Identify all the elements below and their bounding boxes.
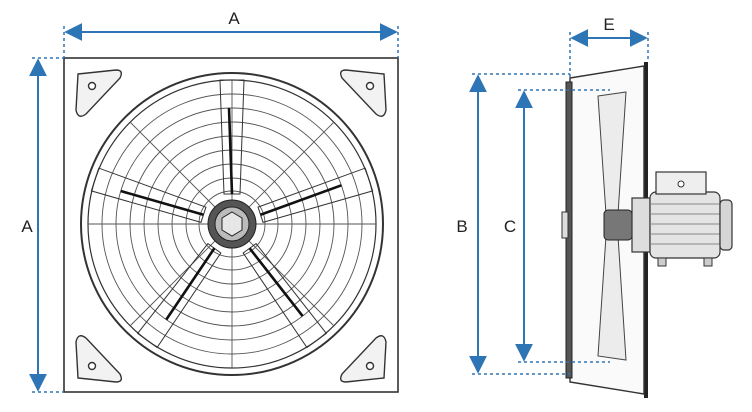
label-b: B [456, 217, 467, 236]
side-motor [631, 171, 733, 267]
corner-bracket-bottom-left [75, 335, 123, 383]
corner-bracket-top-right [339, 69, 387, 117]
label-a-left: A [21, 217, 33, 236]
front-view [63, 57, 399, 393]
corner-bracket-top-left [75, 69, 123, 117]
fan-hub [207, 199, 257, 249]
side-hub [603, 209, 633, 241]
fan-blades [90, 79, 374, 349]
corner-brackets [75, 69, 387, 383]
label-e: E [603, 15, 614, 34]
corner-bracket-bottom-right [339, 335, 387, 383]
side-view [561, 62, 733, 398]
label-c: C [504, 217, 516, 236]
dimension-lines [29, 23, 649, 393]
label-a-top: A [228, 9, 240, 28]
